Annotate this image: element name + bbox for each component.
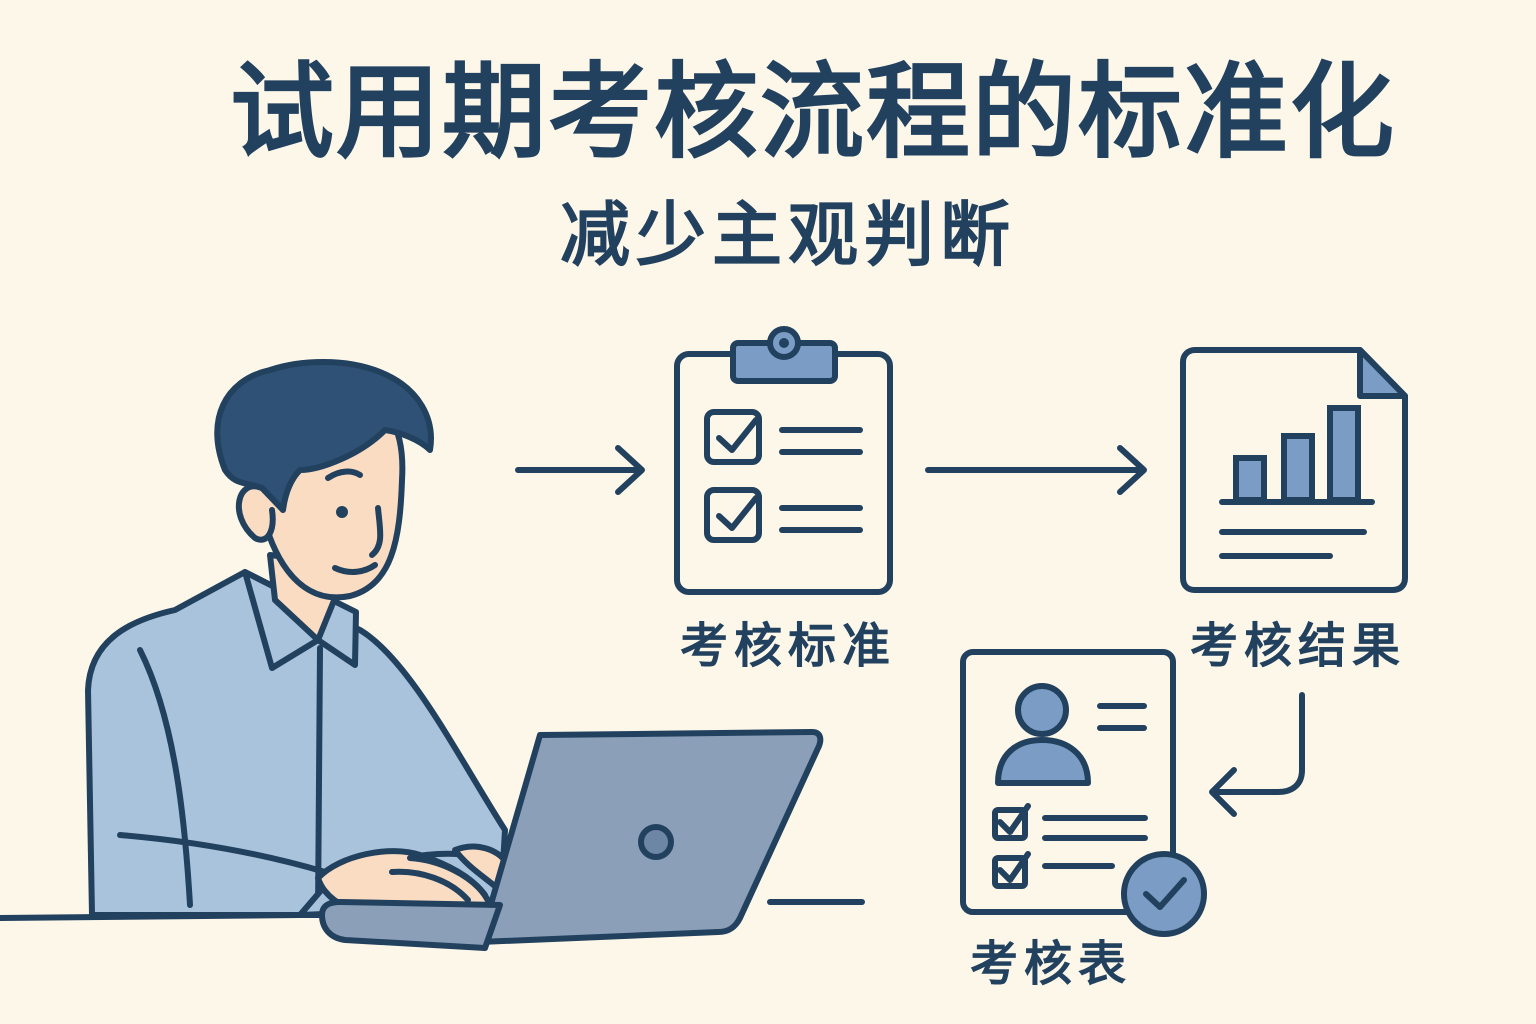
clipboard-checklist-icon xyxy=(674,326,893,595)
arrow-to-criteria xyxy=(515,445,645,495)
bar-chart-document-icon xyxy=(1180,347,1408,593)
step-label-form: 考核表 xyxy=(970,936,1133,992)
arrow-to-form xyxy=(1209,692,1305,817)
arrow-to-results xyxy=(925,445,1147,495)
page-subtitle: 减少主观判断 xyxy=(560,194,1016,276)
laptop xyxy=(319,729,824,951)
profile-form-icon xyxy=(960,649,1207,937)
person-illustration xyxy=(85,359,513,925)
step-label-results: 考核结果 xyxy=(1190,618,1407,674)
check-badge-icon xyxy=(1121,851,1207,937)
step-label-criteria: 考核标准 xyxy=(680,618,897,674)
laptop-logo xyxy=(638,824,674,860)
page-title: 试用期考核流程的标准化 xyxy=(229,51,1396,173)
